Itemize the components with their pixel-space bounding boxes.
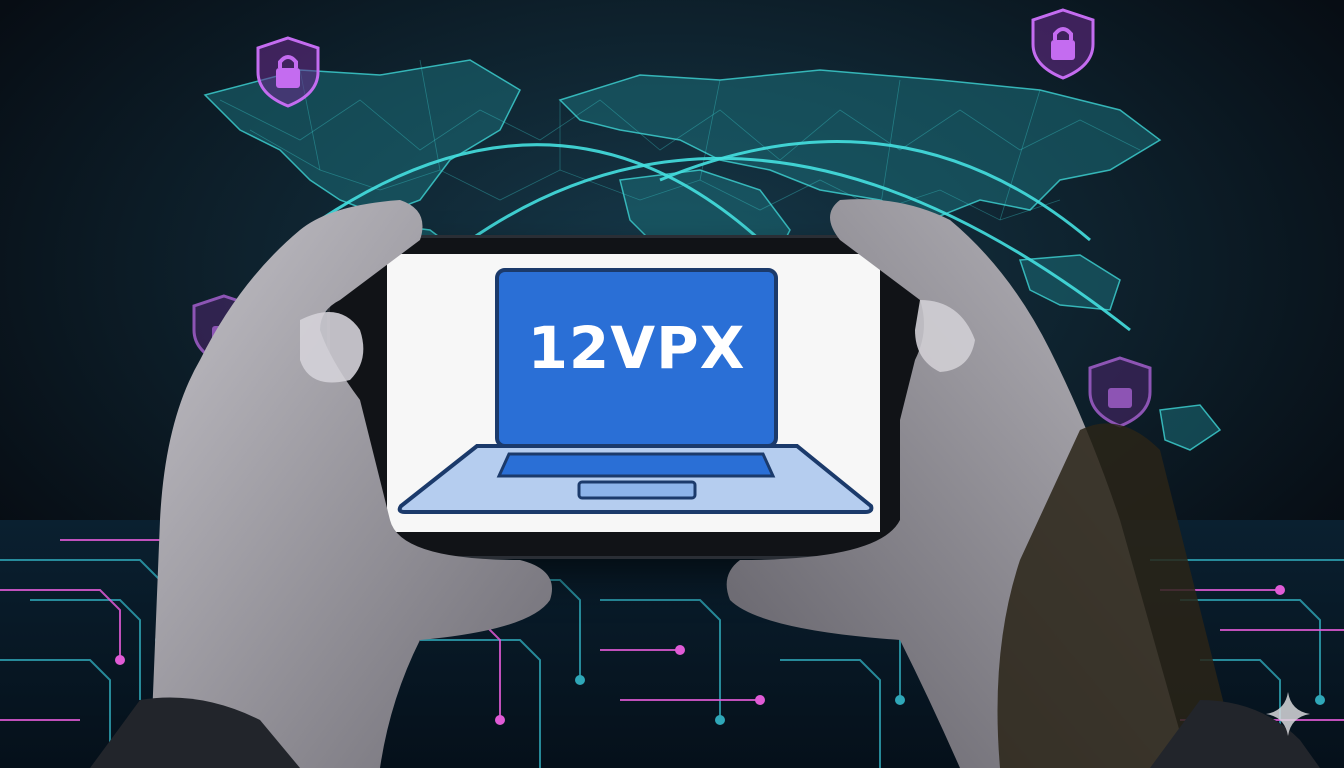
phone-screen: 12VPX (387, 254, 880, 532)
lock-shield-icon (1031, 8, 1095, 80)
lock-shield-icon (256, 36, 320, 108)
smartphone: 12VPX (330, 238, 940, 556)
sparkle-icon (1266, 692, 1310, 736)
brand-text: 12VPX (527, 314, 746, 382)
network-mesh (219, 59, 1141, 221)
laptop-icon (397, 268, 874, 514)
